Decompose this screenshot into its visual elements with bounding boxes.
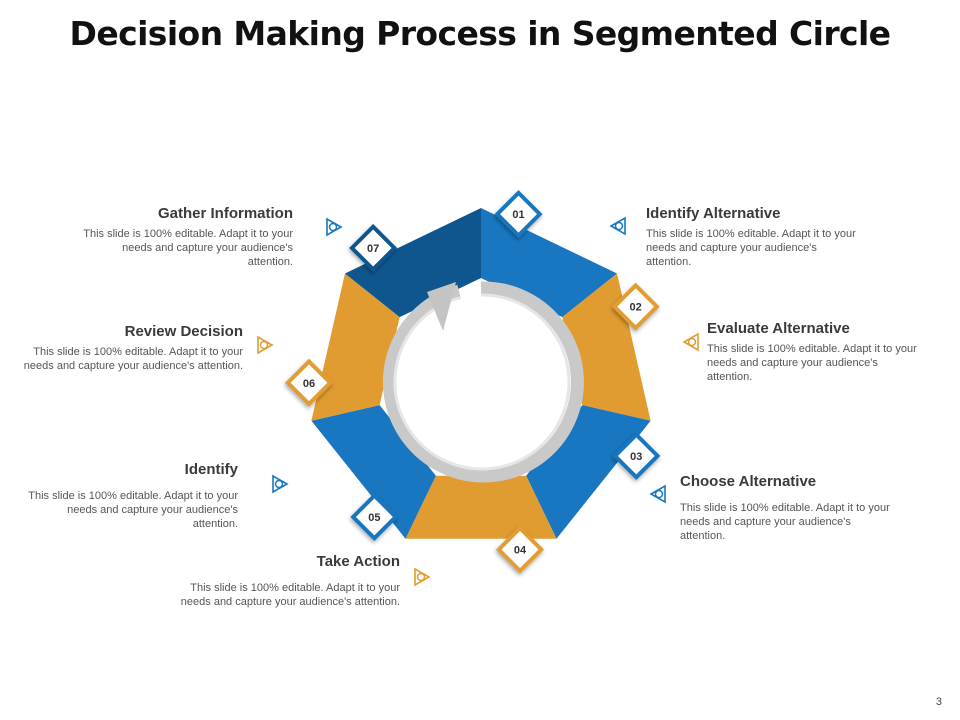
step-number-03: 03 <box>630 451 642 463</box>
checklist-icon <box>649 484 666 504</box>
step-number-07: 07 <box>367 243 379 255</box>
slide-title: Decision Making Process in Segmented Cir… <box>69 14 892 53</box>
step-description: This slide is 100% editable. Adapt it to… <box>707 343 917 383</box>
step-description: This slide is 100% editable. Adapt it to… <box>23 346 243 372</box>
person-icon <box>609 216 626 236</box>
step-title: Evaluate Alternative <box>707 320 850 337</box>
action-icon <box>414 567 431 587</box>
review-icon <box>257 335 274 355</box>
step-badge-04 <box>495 525 545 574</box>
step-title: Take Action <box>316 553 400 570</box>
cycle-arrowhead <box>427 282 456 331</box>
step-number-01: 01 <box>512 209 524 221</box>
step-badge-02 <box>611 282 660 331</box>
step-badge-05 <box>350 492 399 541</box>
step-title: Identify <box>184 461 238 478</box>
segment-04 <box>405 475 557 539</box>
step-number-05: 05 <box>368 512 380 524</box>
step-title: Choose Alternative <box>680 473 817 490</box>
step-description: This slide is 100% editable. Adapt it to… <box>680 502 890 542</box>
page-number: 3 <box>935 696 942 708</box>
step-badge-07 <box>349 223 398 273</box>
step-number-06: 06 <box>303 378 315 390</box>
step-description: This slide is 100% editable. Adapt it to… <box>28 490 238 530</box>
segment-02 <box>562 273 651 421</box>
cycle-arrow-ring <box>382 281 584 483</box>
step-title: Identify Alternative <box>646 205 781 222</box>
step-number-04: 04 <box>514 545 527 557</box>
step-description: This slide is 100% editable. Adapt it to… <box>83 228 293 268</box>
step-title: Review Decision <box>124 323 243 340</box>
step-description: This slide is 100% editable. Adapt it to… <box>180 582 400 608</box>
person-icon <box>272 474 289 494</box>
step-number-02: 02 <box>630 302 642 314</box>
segment-06 <box>311 273 400 421</box>
step-badge-03 <box>612 431 661 480</box>
step-badge-01 <box>494 190 543 239</box>
step-title: Gather Information <box>157 205 293 222</box>
step-description: This slide is 100% editable. Adapt it to… <box>646 228 856 268</box>
magnifier-icon <box>682 332 699 352</box>
step-badge-06 <box>284 358 334 407</box>
info-icon <box>326 217 343 237</box>
